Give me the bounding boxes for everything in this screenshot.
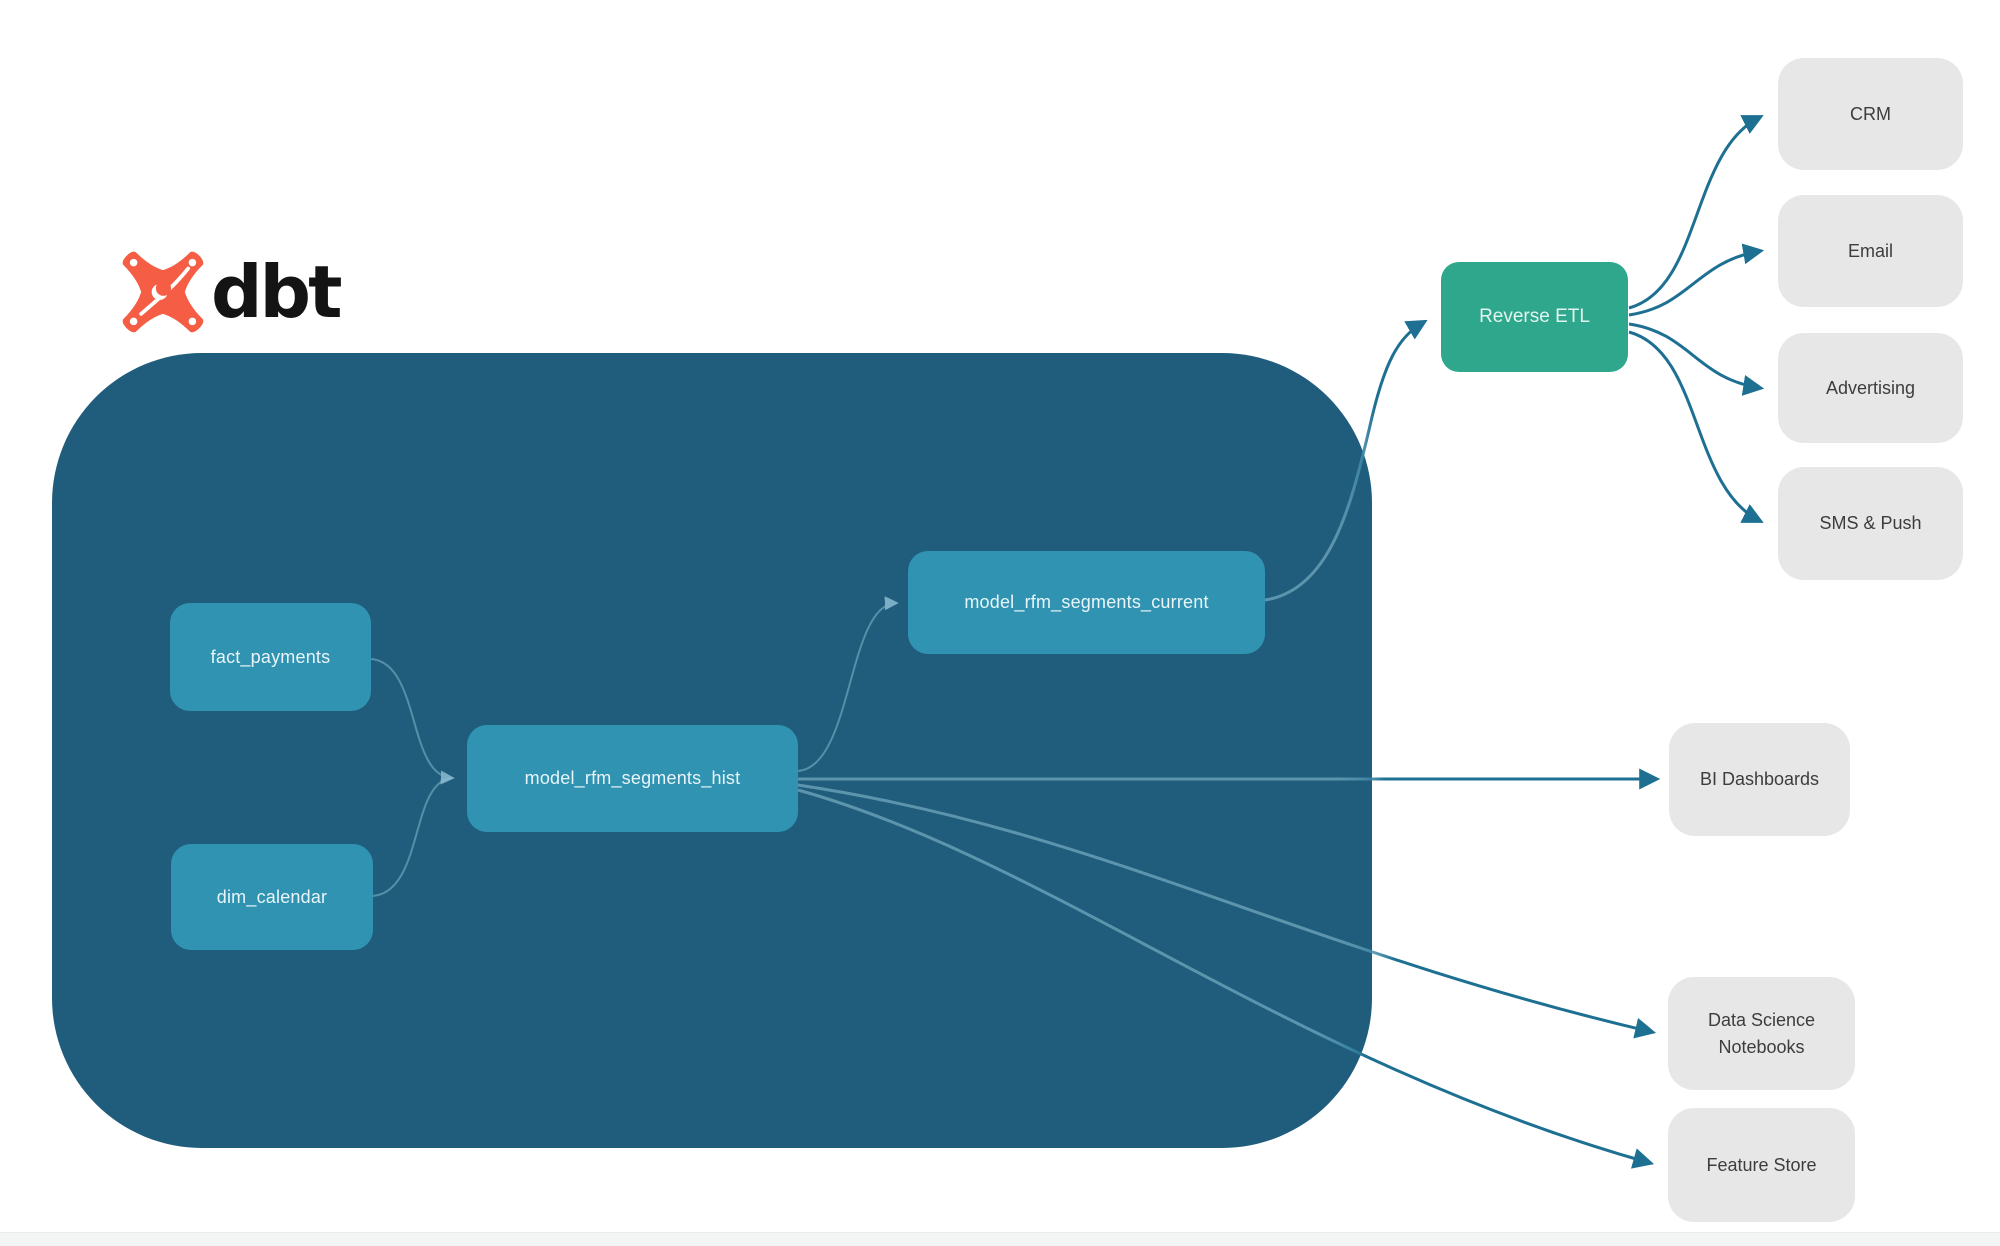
edge-retl-to-sms-push <box>1628 330 1764 523</box>
dbt-wordmark: dbt <box>211 250 342 334</box>
node-crm: CRM <box>1778 58 1963 170</box>
node-label: model_rfm_segments_hist <box>524 768 741 788</box>
node-data-science-notebooks: Data Science Notebooks <box>1668 977 1855 1090</box>
node-fact-payments: fact_payments <box>170 603 371 711</box>
node-bi-dashboards: BI Dashboards <box>1669 723 1850 836</box>
node-label: BI Dashboards <box>1699 769 1820 790</box>
node-label: Reverse ETL <box>1479 306 1590 327</box>
node-label: CRM <box>1850 103 1891 124</box>
node-label: fact_payments <box>210 646 331 667</box>
bottom-edge-strip <box>0 1232 2000 1246</box>
node-reverse-etl: Reverse ETL <box>1441 262 1628 372</box>
node-email: Email <box>1778 195 1963 307</box>
node-model-rfm-segments-hist: model_rfm_segments_hist <box>467 725 798 832</box>
edge-retl-to-email <box>1628 243 1765 317</box>
node-sms-push: SMS & Push <box>1778 467 1963 580</box>
node-label: Email <box>1847 240 1893 261</box>
node-label: model_rfm_segments_current <box>964 592 1209 612</box>
node-advertising: Advertising <box>1778 333 1963 443</box>
node-label: Feature Store <box>1706 1154 1817 1175</box>
dbt-logo: dbt <box>121 250 342 334</box>
node-label: Data Science Notebooks <box>1707 1010 1816 1057</box>
node-dim-calendar: dim_calendar <box>171 844 373 950</box>
edge-retl-to-crm <box>1628 115 1764 310</box>
dbt-logo-icon <box>122 251 204 333</box>
node-label: SMS & Push <box>1819 513 1922 534</box>
node-label: Advertising <box>1825 377 1916 398</box>
edge-retl-to-advertising <box>1628 322 1765 396</box>
node-model-rfm-segments-current: model_rfm_segments_current <box>908 551 1265 654</box>
node-feature-store: Feature Store <box>1668 1108 1855 1222</box>
node-label: dim_calendar <box>216 886 328 907</box>
